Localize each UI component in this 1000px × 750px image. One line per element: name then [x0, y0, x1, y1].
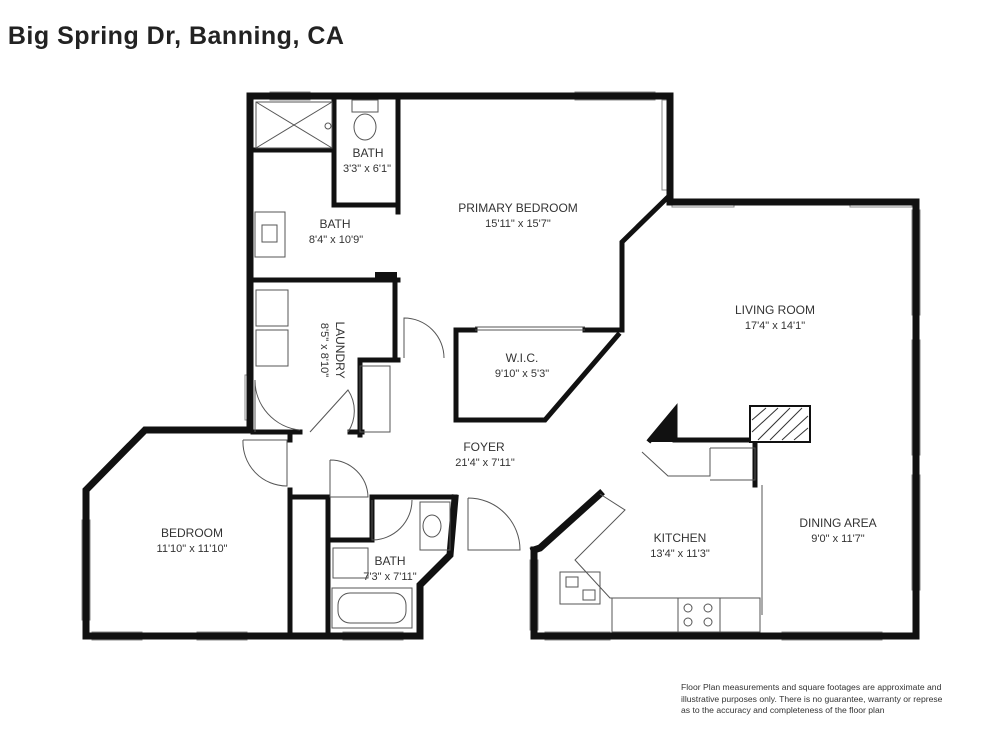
room-name-primary-bedroom: PRIMARY BEDROOM	[458, 201, 578, 215]
disclaimer-text: Floor Plan measurements and square foota…	[681, 682, 943, 716]
room-name-foyer: FOYER	[463, 440, 505, 454]
page-title: 4 Big Spring Dr, Banning, CA	[0, 22, 345, 50]
fireplace-hatch	[751, 407, 809, 441]
room-dims-bath-primary: 8'4" x 10'9"	[309, 234, 363, 246]
room-dims-primary-bedroom: 15'11" x 15'7"	[485, 218, 551, 230]
windows	[81, 91, 921, 641]
room-name-dining-area: DINING AREA	[799, 516, 876, 530]
room-labels: BATH 3'3" x 6'1" BATH 8'4" x 10'9" PRIMA…	[157, 146, 877, 583]
room-dims-bath-small: 3'3" x 6'1"	[343, 163, 391, 175]
room-dims-bath-hall: 7'3" x 7'11"	[363, 571, 416, 583]
interior-walls	[250, 93, 811, 639]
room-name-bedroom: BEDROOM	[161, 526, 223, 540]
doors	[242, 317, 585, 551]
room-name-kitchen: KITCHEN	[654, 531, 707, 545]
room-name-living-room: LIVING ROOM	[735, 303, 815, 317]
room-dims-foyer: 21'4" x 7'11"	[455, 457, 515, 469]
room-dims-bedroom: 11'10" x 11'10"	[157, 543, 228, 555]
room-dims-dining-area: 9'0" x 11'7"	[811, 533, 864, 545]
exterior-walls	[82, 92, 920, 640]
room-dims-wic: 9'10" x 5'3"	[495, 368, 549, 380]
room-name-bath-hall: BATH	[374, 554, 405, 568]
room-dims-laundry: 8'5" x 8'10"	[318, 323, 330, 377]
room-name-bath-primary: BATH	[319, 217, 350, 231]
room-dims-living-room: 17'4" x 14'1"	[745, 320, 805, 332]
room-name-laundry: LAUNDRY	[333, 321, 347, 378]
room-name-wic: W.I.C.	[506, 351, 539, 365]
fixtures	[254, 99, 809, 633]
room-dims-kitchen: 13'4" x 11'3"	[650, 548, 710, 560]
room-name-bath-small: BATH	[352, 146, 383, 160]
